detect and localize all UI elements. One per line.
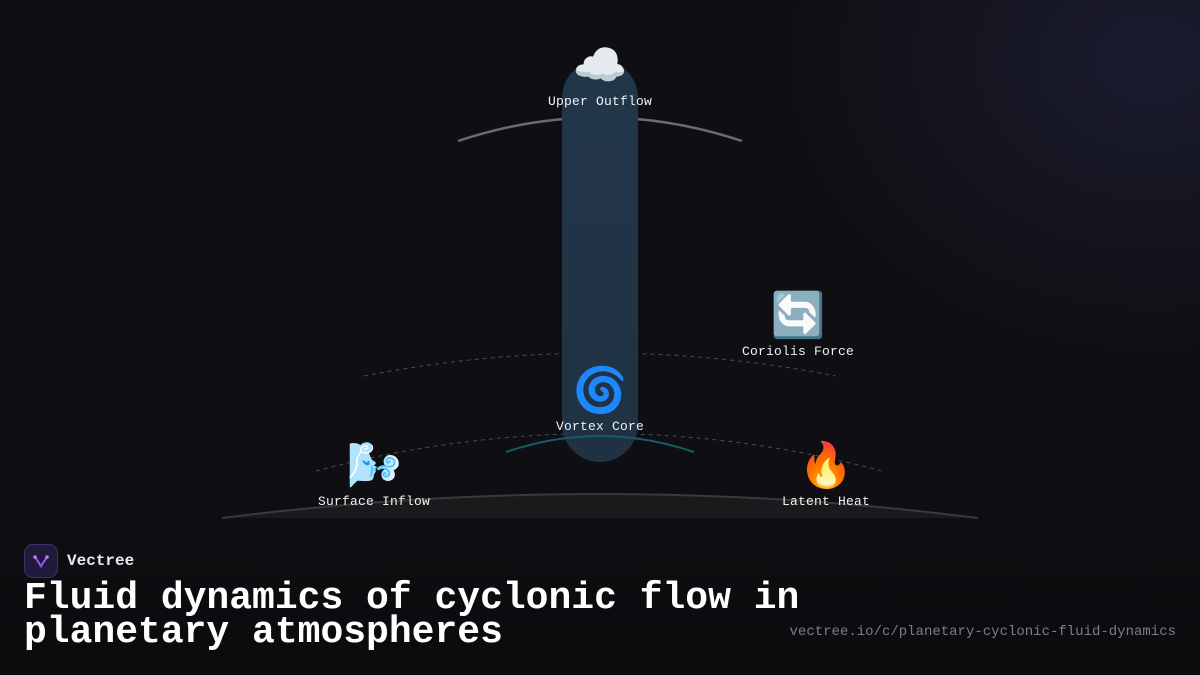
vectree-logo-icon bbox=[24, 544, 58, 578]
cyclone-icon: 🌀 bbox=[572, 365, 628, 416]
vortex-column bbox=[562, 60, 638, 462]
rotation-arrows-icon: 🔄 bbox=[770, 290, 826, 341]
brand-name: Vectree bbox=[67, 552, 135, 570]
node-label-coriolis-force: Coriolis Force bbox=[741, 344, 855, 359]
node-label-latent-heat: Latent Heat bbox=[781, 494, 870, 509]
inner-dashed-arc bbox=[363, 352, 837, 377]
node-label-surface-inflow: Surface Inflow bbox=[317, 494, 431, 509]
wind-icon: 🌬️ bbox=[346, 440, 402, 491]
node-vortex-core: 🌀 Vortex Core bbox=[520, 365, 680, 435]
page-url: vectree.io/c/planetary-cyclonic-fluid-dy… bbox=[789, 624, 1176, 640]
page-title: Fluid dynamics of cyclonic flow in plane… bbox=[24, 577, 800, 654]
node-label-vortex-core: Vortex Core bbox=[555, 419, 644, 434]
outer-dashed-arc bbox=[315, 433, 883, 472]
node-coriolis-force: 🔄 Coriolis Force bbox=[718, 290, 878, 360]
node-upper-outflow: ☁️ Upper Outflow bbox=[520, 40, 680, 110]
node-label-upper-outflow: Upper Outflow bbox=[547, 94, 653, 109]
fire-icon: 🔥 bbox=[798, 440, 854, 491]
node-latent-heat: 🔥 Latent Heat bbox=[746, 440, 906, 510]
node-surface-inflow: 🌬️ Surface Inflow bbox=[294, 440, 454, 510]
base-arc bbox=[221, 493, 979, 519]
cloud-icon: ☁️ bbox=[572, 40, 628, 91]
core-arc bbox=[505, 435, 695, 453]
brand: Vectree bbox=[24, 544, 134, 578]
